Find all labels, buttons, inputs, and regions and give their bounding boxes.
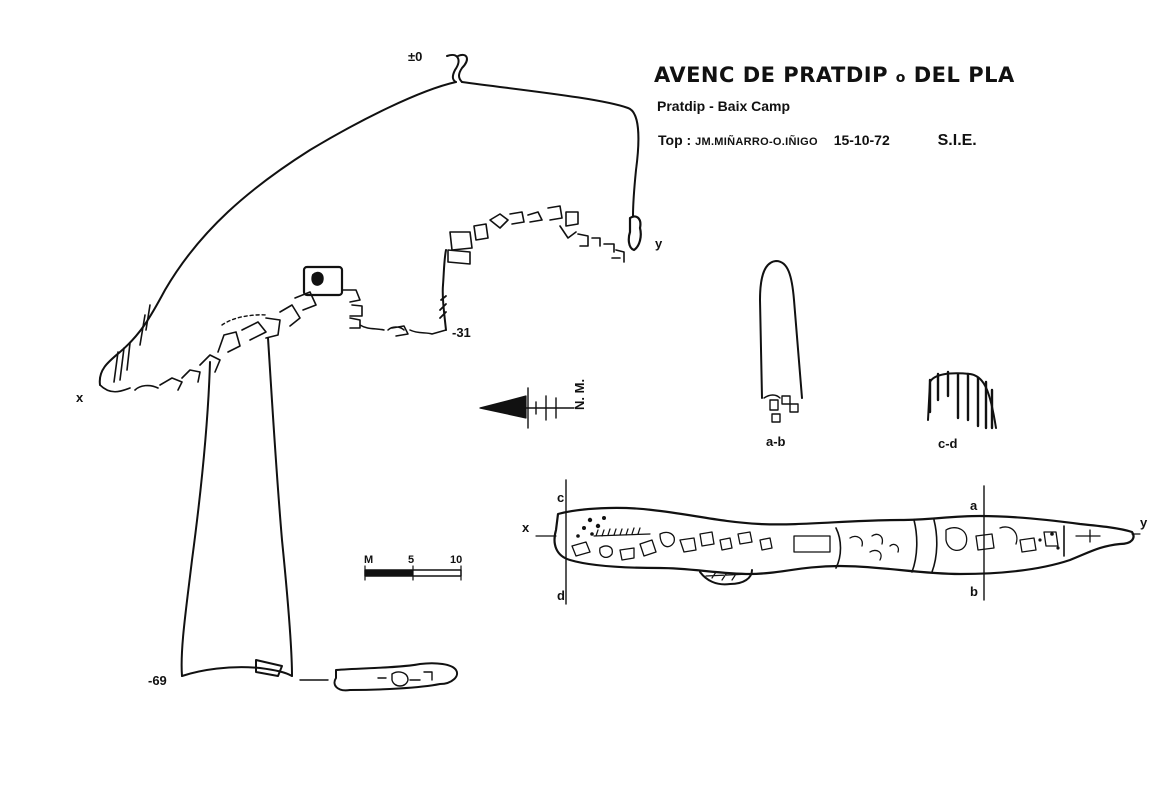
- bottom-plan-details: [377, 671, 433, 687]
- plan-marker-y: y: [1140, 515, 1148, 530]
- section-cd: [927, 370, 997, 430]
- hatch-31: [439, 295, 447, 319]
- elevation-middle: -31: [452, 325, 471, 340]
- deep-shaft-right: [267, 337, 293, 677]
- scale-bar-black: [364, 569, 414, 577]
- step-wall-31: [441, 249, 447, 331]
- shaft-bottom: [181, 666, 293, 677]
- deep-shaft-left: [180, 361, 211, 677]
- plan-outline: [553, 506, 1135, 576]
- plan-marker-x: x: [522, 520, 530, 535]
- profile-point-x: x: [76, 390, 84, 405]
- title-tail: DEL PLA: [913, 63, 1015, 87]
- scale-label-zero: M: [364, 554, 374, 566]
- plan-blocks: [571, 526, 1101, 561]
- entrance-shaft: [446, 54, 460, 83]
- survey-location: Pratdip - Baix Camp: [657, 98, 791, 114]
- plan-marker-b: b: [970, 584, 978, 599]
- entrance-shaft-right: [457, 54, 468, 83]
- scale-label-end: 10: [450, 554, 463, 566]
- dashed-floor: [221, 314, 269, 326]
- elevation-top: ±0: [408, 49, 423, 64]
- credits-club: S.I.E.: [937, 132, 977, 149]
- plan-marker-a: a: [970, 498, 978, 513]
- north-arrow-head: [479, 395, 527, 419]
- north-arrow: [479, 387, 575, 429]
- profile-section: [98, 54, 642, 681]
- shaft-bottom-plan: [333, 662, 458, 692]
- section-ab-outline: [759, 260, 803, 399]
- profile-point-y: y: [655, 236, 663, 251]
- bottom-plan-outline: [333, 662, 458, 692]
- title-main: AVENC DE PRATDIP: [654, 63, 888, 87]
- profile-roof-left: [98, 81, 457, 386]
- section-ab-floor: [763, 394, 799, 423]
- plan-pocket-hatch: [705, 571, 751, 581]
- plan-hatched-step: [593, 527, 651, 537]
- profile-roof-right: [461, 81, 640, 217]
- section-cd-outline: [927, 372, 997, 429]
- title-connector: o: [895, 70, 906, 86]
- north-label: N. M.: [572, 378, 587, 410]
- credits-prefix: Top :: [658, 132, 692, 148]
- plan-partitions: [835, 519, 1065, 573]
- elevation-bottom: -69: [148, 673, 167, 688]
- scale-bar-ticks: [364, 565, 462, 581]
- scale-bar: [364, 565, 462, 581]
- plan-marker-d: d: [557, 588, 565, 603]
- section-cd-label: c-d: [938, 436, 958, 451]
- section-ab: [759, 260, 803, 423]
- floor-blocks-upper: [447, 205, 625, 265]
- plan-marker-c: c: [557, 490, 565, 505]
- end-block-y: [627, 215, 642, 252]
- floor-blocks-middle: [359, 324, 447, 337]
- survey-title: AVENC DE PRATDIP o DEL PLA: [654, 63, 1015, 87]
- plan-dots: [576, 516, 1060, 550]
- section-ab-label: a-b: [766, 434, 786, 449]
- scale-label-mid: 5: [408, 554, 415, 566]
- block-steps: [341, 289, 363, 329]
- credits-crew: JM.MIÑARRO-O.IÑIGO: [695, 136, 818, 148]
- plan-pocket: [699, 569, 753, 586]
- bottom-block: [255, 659, 283, 677]
- section-cd-hatch: [928, 370, 994, 430]
- large-block-fill: [311, 271, 324, 286]
- plan-view: [535, 479, 1141, 605]
- plan-axis-xy: [535, 533, 1141, 537]
- north-arrow-shaft: [525, 387, 575, 429]
- survey-credits: Top : JM.MIÑARRO-O.IÑIGO 15-10-72 S.I.E.: [658, 132, 977, 150]
- floor-blocks-left: [99, 291, 317, 393]
- wall-hatch-x: [113, 304, 151, 383]
- credits-date: 15-10-72: [833, 132, 890, 148]
- large-block: [302, 265, 344, 297]
